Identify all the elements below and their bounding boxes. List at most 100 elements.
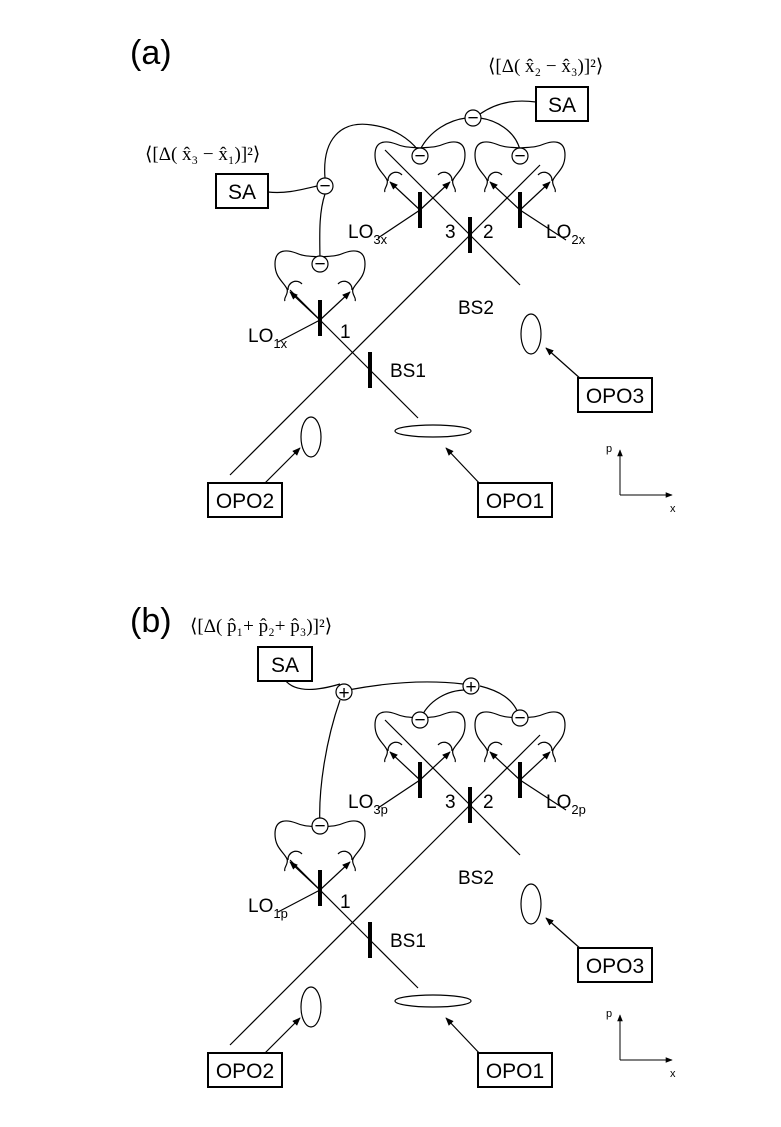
phase-space-axes-a: p x: [606, 443, 676, 515]
beam-bs2-to-mode3: [384, 719, 471, 806]
arrow-mode1-right: [319, 291, 351, 321]
measure-label: ⟨[Δ( p̂₁+ p̂₂+ p̂₃)]²⟩: [190, 616, 332, 637]
svg-text:−: −: [314, 254, 325, 275]
mode3-number: 3: [445, 222, 456, 243]
combiner-det3: −: [411, 710, 429, 731]
opo1-box: OPO1: [477, 482, 553, 518]
arrow-mode3-left: [389, 751, 421, 781]
arrow-mode2-right: [519, 181, 551, 211]
lo2-beam: [519, 209, 567, 241]
sa-box: SA: [257, 646, 313, 682]
wire-det2-to-mixer: [479, 117, 521, 151]
beam-opo3-input: [469, 804, 521, 856]
arrow-mode3-left: [389, 181, 421, 211]
beam-bs1-to-mode1: [289, 289, 371, 371]
arrow-mode3-right: [419, 181, 451, 211]
mode2-number: 2: [483, 222, 494, 243]
arrow-mode1-left: [289, 861, 321, 891]
squeezed-state-opo3: [520, 313, 542, 355]
measure-right-label: ⟨[Δ( x̂₂ − x̂₃)]²⟩: [488, 56, 603, 77]
svg-text:OPO1: OPO1: [486, 490, 544, 513]
svg-text:x: x: [670, 1068, 676, 1080]
arrow-opo2: [261, 447, 301, 487]
squeezed-state-opo3: [520, 883, 542, 925]
panel-b-label: (b): [130, 602, 172, 640]
mixer-right: −: [464, 108, 482, 129]
svg-text:−: −: [514, 708, 525, 729]
arrow-opo1: [445, 1017, 483, 1057]
svg-text:OPO1: OPO1: [486, 1060, 544, 1083]
wire-det1-to-mixer: [319, 699, 341, 827]
mode3-number: 3: [445, 792, 456, 813]
panel-a: (a): [130, 34, 676, 518]
svg-text:OPO2: OPO2: [216, 490, 274, 513]
beam-opo2-bs1-bs2: [229, 804, 471, 1046]
combiner-det2: −: [511, 146, 529, 167]
opo3-box: OPO3: [577, 377, 653, 413]
lo3-beam: [377, 209, 421, 239]
combiner-det2: −: [511, 708, 529, 729]
bs1-label: BS1: [390, 361, 426, 382]
lo1-beam: [277, 889, 321, 913]
opo2-box: OPO2: [207, 482, 283, 518]
squeezed-state-opo2: [300, 986, 322, 1028]
bs1-label: BS1: [390, 931, 426, 952]
svg-text:x: x: [670, 503, 676, 515]
arrow-mode2-right: [519, 751, 551, 781]
svg-text:+: +: [465, 677, 476, 698]
panel-a-label: (a): [130, 34, 172, 72]
arrow-mode1-left: [289, 291, 321, 321]
mode2-number: 2: [483, 792, 494, 813]
svg-text:OPO3: OPO3: [586, 955, 644, 978]
beam-opo1-input: [369, 939, 419, 989]
wire-mixer-to-sa: [284, 679, 341, 691]
lo3-label: LO3p: [348, 792, 388, 817]
mode1-number: 1: [340, 892, 351, 913]
svg-text:p: p: [606, 443, 612, 455]
svg-text:OPO3: OPO3: [586, 385, 644, 408]
arrow-mode2-left: [489, 181, 521, 211]
svg-text:−: −: [319, 176, 330, 197]
lo1-label: LO1p: [248, 896, 288, 921]
beam-bs1-to-mode1: [289, 859, 371, 941]
mixer-left: −: [316, 176, 334, 197]
adder-right: +: [462, 677, 480, 698]
combiner-det3: −: [411, 146, 429, 167]
opo2-box: OPO2: [207, 1052, 283, 1088]
svg-text:−: −: [314, 816, 325, 837]
arrow-opo3: [545, 347, 583, 381]
phase-space-axes-b: p x: [606, 1008, 676, 1080]
arrow-mode1-right: [319, 861, 351, 891]
svg-text:SA: SA: [271, 654, 299, 677]
squeezed-state-opo1: [394, 424, 472, 438]
arrow-opo1: [445, 447, 483, 487]
bs2-label: BS2: [458, 868, 494, 889]
arrow-opo3: [545, 917, 583, 951]
beam-bs2-to-mode3: [384, 149, 471, 236]
arrow-mode2-left: [489, 751, 521, 781]
lo2-label: LO2p: [546, 792, 586, 817]
svg-text:−: −: [514, 146, 525, 167]
lo3-label: LO3x: [348, 222, 388, 247]
sa-box-right: SA: [535, 86, 589, 122]
beam-opo3-input: [469, 234, 521, 286]
panel-b: (b) ⟨[Δ( p̂₁+ p̂₂+ p̂₃)]²⟩: [130, 602, 676, 1088]
svg-text:−: −: [414, 146, 425, 167]
combiner-det1: −: [311, 254, 329, 275]
wire-mixer-to-mixer: [347, 681, 464, 691]
measure-left-label: ⟨[Δ( x̂₃ − x̂₁)]²⟩: [145, 144, 260, 165]
svg-text:p: p: [606, 1008, 612, 1020]
squeezed-state-opo2: [300, 416, 322, 458]
lo1-beam: [277, 319, 321, 343]
opo1-box: OPO1: [477, 1052, 553, 1088]
bs2-label: BS2: [458, 298, 494, 319]
lo1-label: LO1x: [248, 326, 288, 351]
wire-mixer-to-sa-left: [267, 185, 318, 194]
beam-opo2-bs1-bs2: [229, 234, 471, 476]
svg-text:SA: SA: [228, 181, 256, 204]
sa-box-left: SA: [215, 173, 269, 209]
svg-text:+: +: [338, 683, 349, 704]
arrow-mode3-right: [419, 751, 451, 781]
svg-text:−: −: [467, 108, 478, 129]
